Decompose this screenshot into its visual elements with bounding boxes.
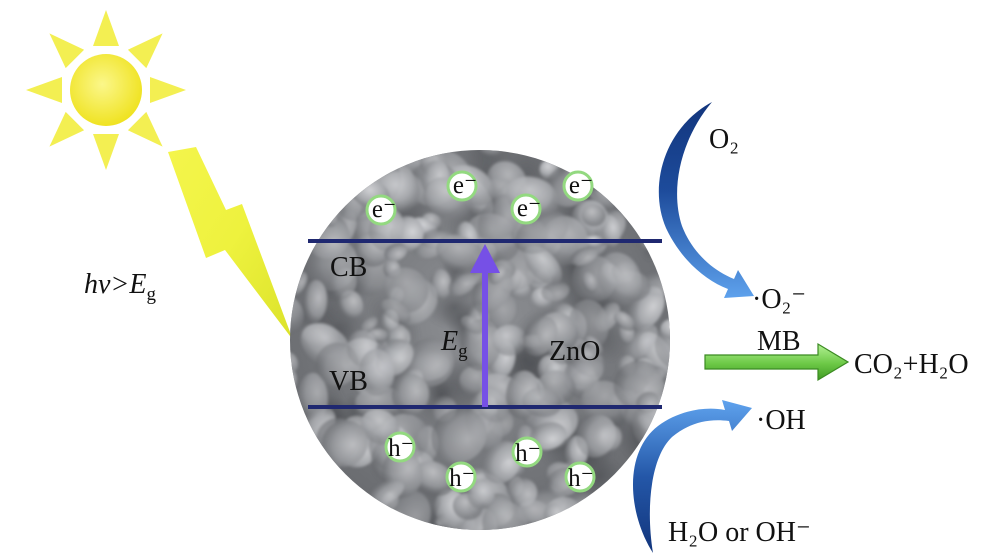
zno-particle-grain [492, 324, 527, 357]
zno-particle-grain [482, 501, 529, 530]
hole-marker [445, 461, 477, 493]
sun-ray [93, 134, 119, 170]
electron-marker [562, 170, 594, 202]
sun-icon [26, 10, 186, 170]
zno-particle-grain [384, 243, 408, 262]
zno-particle-grain [613, 311, 636, 332]
hole-marker [564, 461, 596, 493]
electron-label: e⁻ [569, 172, 593, 199]
sun-ray [93, 10, 119, 46]
zno-particle-grain [524, 245, 562, 285]
zno-particle-grain [461, 315, 484, 335]
zno-particle-grain [467, 481, 495, 510]
photon-energy-label-subscript: g [146, 284, 156, 305]
zno-particle-grain [568, 299, 609, 351]
band-gap-label: Eg [440, 326, 468, 362]
photon-energy-label: hv>Eg [84, 269, 156, 305]
zno-particle-grain [448, 272, 477, 296]
reduction-curved-arrow [658, 102, 754, 298]
zno-particle-grain [540, 281, 570, 302]
lightning-bolt-icon [168, 147, 293, 340]
zno-particle-grain [302, 280, 328, 324]
hole-label: h⁻ [568, 465, 594, 492]
zno-particle-grain [564, 355, 604, 387]
degradation-arrow [704, 342, 850, 382]
zno-particle-grain [430, 408, 487, 464]
sun-ray [150, 77, 186, 103]
zno-particle-grain [290, 293, 304, 333]
electron-marker [446, 170, 478, 202]
hole-label: h⁻ [515, 440, 541, 467]
zno-particle-grain [522, 387, 562, 418]
excitation-arrow-head [470, 244, 500, 273]
sun-ray [49, 33, 85, 69]
zno-particle-grain [508, 478, 538, 507]
oxidation-curved-arrow [632, 400, 752, 553]
electron-marker [510, 193, 542, 225]
electron: e⁻ [510, 193, 542, 225]
zno-particle-grain [597, 252, 642, 305]
band-gap-label-main: E [440, 326, 458, 357]
band-gap-excitation-arrow [470, 244, 500, 407]
sun-body [70, 54, 142, 126]
zno-particle-grain [660, 318, 670, 341]
zno-particle-grain [570, 246, 598, 266]
hole: h⁻ [384, 431, 416, 463]
zno-particle-grain [522, 316, 558, 356]
zno-particle-grain [574, 343, 598, 361]
hole: h⁻ [511, 436, 543, 468]
zno-particle-grain [582, 272, 598, 294]
zno-particle-grain [368, 479, 405, 506]
zno-particle-grain [436, 234, 485, 276]
zno-particle-grain [414, 460, 455, 496]
electron: e⁻ [446, 170, 478, 202]
electron-label: e⁻ [372, 196, 396, 223]
degradation-products-label: CO₂+H₂O [854, 349, 969, 380]
zno-particle-grain [290, 351, 299, 376]
hole-marker [384, 431, 416, 463]
valence-band-label: VB [329, 366, 368, 397]
conduction-band-label: CB [330, 252, 367, 283]
hole-label: h⁻ [388, 435, 414, 462]
electron-label: e⁻ [453, 172, 477, 199]
zno-particle-grain [477, 194, 520, 244]
electron-label: e⁻ [517, 195, 541, 222]
electron-marker [365, 194, 397, 226]
sun-ray [127, 33, 163, 69]
zno-particle-grain [478, 150, 504, 158]
hole: h⁻ [564, 461, 596, 493]
zno-particle-grain [576, 414, 617, 458]
zno-particle-grain [359, 316, 378, 332]
zno-particle-grain [581, 204, 606, 227]
electron: e⁻ [365, 194, 397, 226]
zno-particle-grain [477, 528, 492, 530]
excitation-arrow-shaft [482, 268, 488, 407]
band-gap-label-subscript: g [458, 341, 468, 362]
methylene-blue-label: MB [757, 326, 801, 357]
water-hydroxide-label: H₂O or OH⁻ [668, 517, 811, 548]
zno-particle-grain [391, 373, 429, 416]
zno-particle-grain [358, 349, 395, 396]
electron: e⁻ [562, 170, 594, 202]
zno-particle-grain [321, 420, 368, 467]
photon-energy-label-main: hv>E [84, 269, 146, 300]
hole-marker [511, 436, 543, 468]
hole: h⁻ [445, 461, 477, 493]
hole-label: h⁻ [449, 465, 475, 492]
material-label: ZnO [549, 336, 600, 367]
sun-ray [49, 111, 85, 147]
sun-ray [127, 111, 163, 147]
hydroxyl-radical-label: ·OH [756, 405, 806, 436]
oxygen-label: O₂ [709, 124, 739, 155]
zno-particle-grain [623, 323, 658, 361]
sun-ray [26, 77, 62, 103]
superoxide-radical-label: ·O₂⁻ [752, 284, 806, 315]
zno-particle-grain [381, 298, 411, 325]
zno-particle-grain [548, 343, 572, 365]
